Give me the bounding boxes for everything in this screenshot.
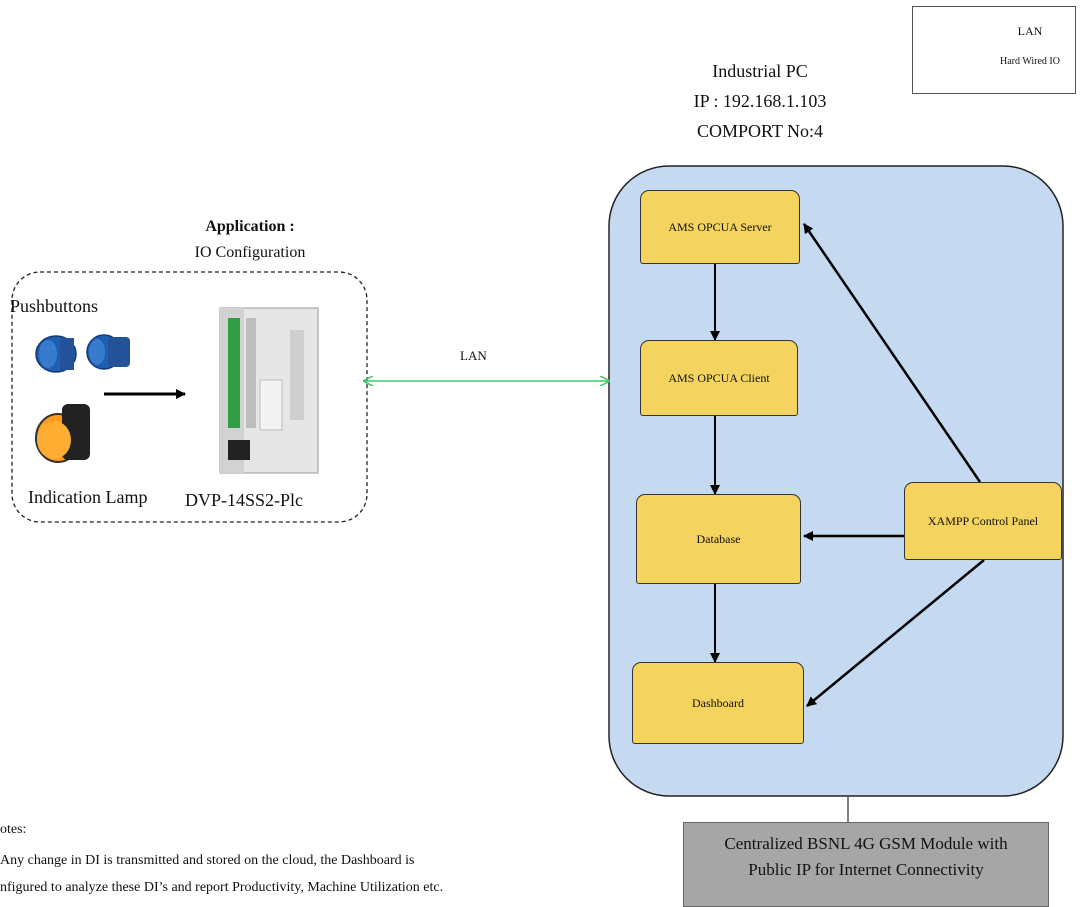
application-title: Application :	[205, 218, 295, 235]
industrial-pc-container	[608, 165, 1064, 797]
plc-label: DVP-14SS2-Plc	[185, 490, 304, 510]
gsm-module-line2: Public IP for Internet Connectivity	[748, 860, 984, 879]
pushbuttons-label: Pushbuttons	[10, 296, 99, 316]
legend-box	[912, 6, 1076, 94]
node-opcua-server-label: AMS OPCUA Server	[668, 219, 772, 234]
plc-icon	[219, 307, 319, 474]
industrial-pc-title-block: Industrial PC IP : 192.168.1.103 COMPORT…	[640, 56, 880, 146]
node-xampp: XAMPP Control Panel	[904, 482, 1062, 560]
gsm-module-box: Centralized BSNL 4G GSM Module with Publ…	[683, 822, 1049, 907]
application-title-block: Application : IO Configuration	[160, 214, 340, 266]
node-database-label: Database	[696, 531, 741, 546]
indication-lamp-label: Indication Lamp	[28, 487, 148, 507]
notes-line-1: Any change in DI is transmitted and stor…	[0, 853, 415, 868]
industrial-pc-ip: IP : 192.168.1.103	[693, 91, 827, 111]
node-opcua-client-label: AMS OPCUA Client	[668, 370, 770, 385]
gsm-module-line1: Centralized BSNL 4G GSM Module with	[724, 834, 1008, 853]
arrow-xampp-server	[802, 223, 982, 483]
node-dashboard: Dashboard	[632, 662, 804, 744]
node-dashboard-label: Dashboard	[692, 695, 744, 710]
pushbutton-icon	[35, 335, 77, 373]
lan-connection-label: LAN	[460, 348, 487, 363]
node-opcua-client: AMS OPCUA Client	[640, 340, 798, 416]
application-box	[11, 271, 368, 523]
legend-lan-label: LAN	[1017, 24, 1043, 38]
industrial-pc-title: Industrial PC	[712, 61, 808, 81]
industrial-pc-comport: COMPORT No:4	[696, 121, 824, 141]
legend-hardwired-label: Hard Wired IO	[1000, 56, 1060, 67]
node-xampp-label: XAMPP Control Panel	[927, 514, 1039, 528]
node-database: Database	[636, 494, 801, 584]
notes-title: otes:	[0, 822, 27, 837]
node-opcua-server: AMS OPCUA Server	[640, 190, 800, 264]
application-subtitle: IO Configuration	[194, 244, 306, 261]
arrow-xampp-dashboard	[806, 559, 985, 707]
notes-line-2: nfigured to analyze these DI’s and repor…	[0, 880, 444, 895]
indication-lamp-icon	[35, 404, 90, 463]
pushbutton-icon	[86, 334, 130, 370]
